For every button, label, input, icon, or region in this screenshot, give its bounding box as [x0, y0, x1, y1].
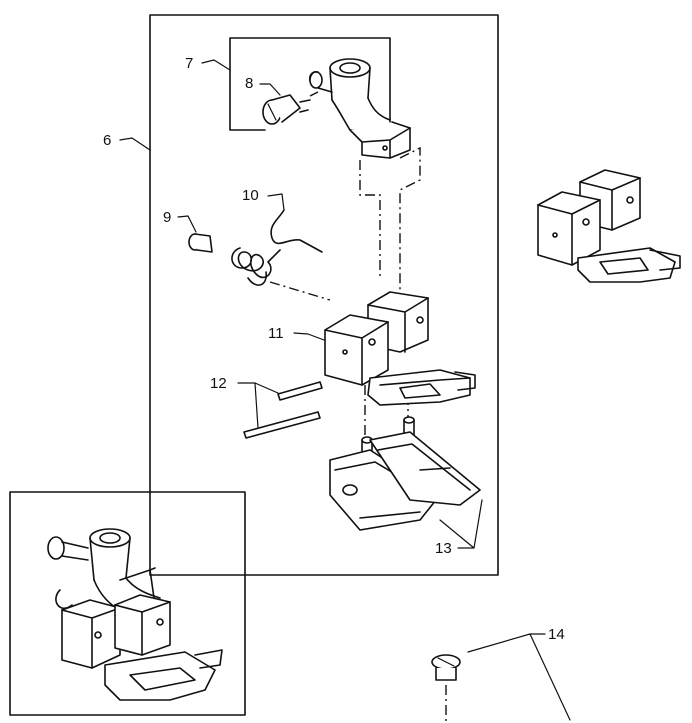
callout-12: 12: [210, 375, 279, 429]
label-10: 10: [242, 187, 259, 204]
assembly-frame: [149, 14, 499, 576]
spring: [231, 209, 323, 286]
label-11: 11: [268, 325, 284, 342]
holder-subframe: [229, 37, 391, 131]
callout-13: 13: [435, 499, 483, 557]
assembled-foot-preview: [537, 169, 681, 283]
callout-10: 10: [242, 187, 285, 211]
holder-screw: [262, 91, 319, 125]
label-14: 14: [548, 626, 565, 643]
hinge-pins: [243, 381, 323, 439]
label-8: 8: [245, 75, 253, 92]
label-7: 7: [185, 55, 193, 72]
hinge-screw: [188, 233, 213, 253]
callout-6: 6: [103, 132, 151, 151]
set-screw: [431, 654, 461, 723]
presser-foot-soles: [329, 416, 481, 531]
callout-11: 11: [268, 325, 325, 342]
label-6: 6: [103, 132, 111, 149]
inset-frame: [9, 491, 246, 716]
callout-14: 14: [467, 626, 571, 721]
callout-9: 9: [163, 209, 197, 233]
presser-foot-holder: [308, 58, 411, 159]
callout-7: 7: [185, 55, 231, 72]
callout-8: 8: [245, 75, 281, 96]
label-13: 13: [435, 540, 452, 557]
presser-foot-body: [324, 291, 476, 406]
label-12: 12: [210, 375, 227, 392]
label-9: 9: [163, 209, 171, 226]
inset-assembled-foot: [47, 528, 223, 701]
